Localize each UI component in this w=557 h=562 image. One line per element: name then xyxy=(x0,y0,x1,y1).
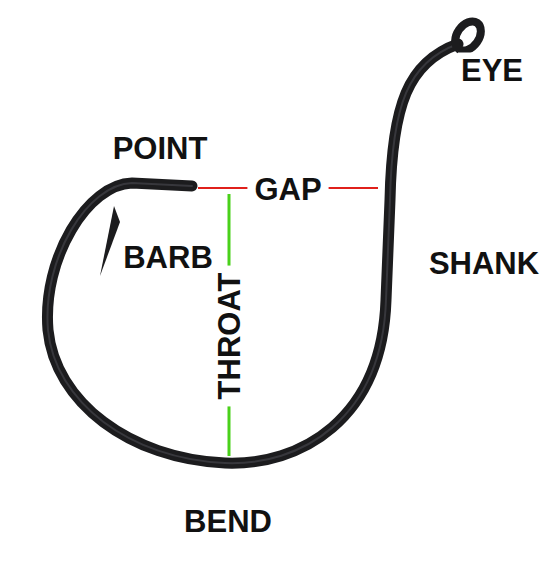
hook-highlight xyxy=(47,44,458,463)
part-name: EYE xyxy=(458,53,526,88)
part-name: POINT xyxy=(110,131,211,166)
part-name: BARB xyxy=(120,240,216,275)
part-name: GAP xyxy=(251,172,324,207)
part-name: BEND xyxy=(181,504,275,539)
throat-line xyxy=(228,406,231,456)
part-name: THROAT xyxy=(212,270,247,403)
hook-eye xyxy=(450,17,486,56)
hook-barb xyxy=(100,206,120,276)
throat-line xyxy=(228,194,231,266)
part-name: SHANK xyxy=(426,246,542,281)
hook-body xyxy=(47,44,458,463)
gap-line xyxy=(329,187,378,189)
gap-line xyxy=(198,187,247,189)
